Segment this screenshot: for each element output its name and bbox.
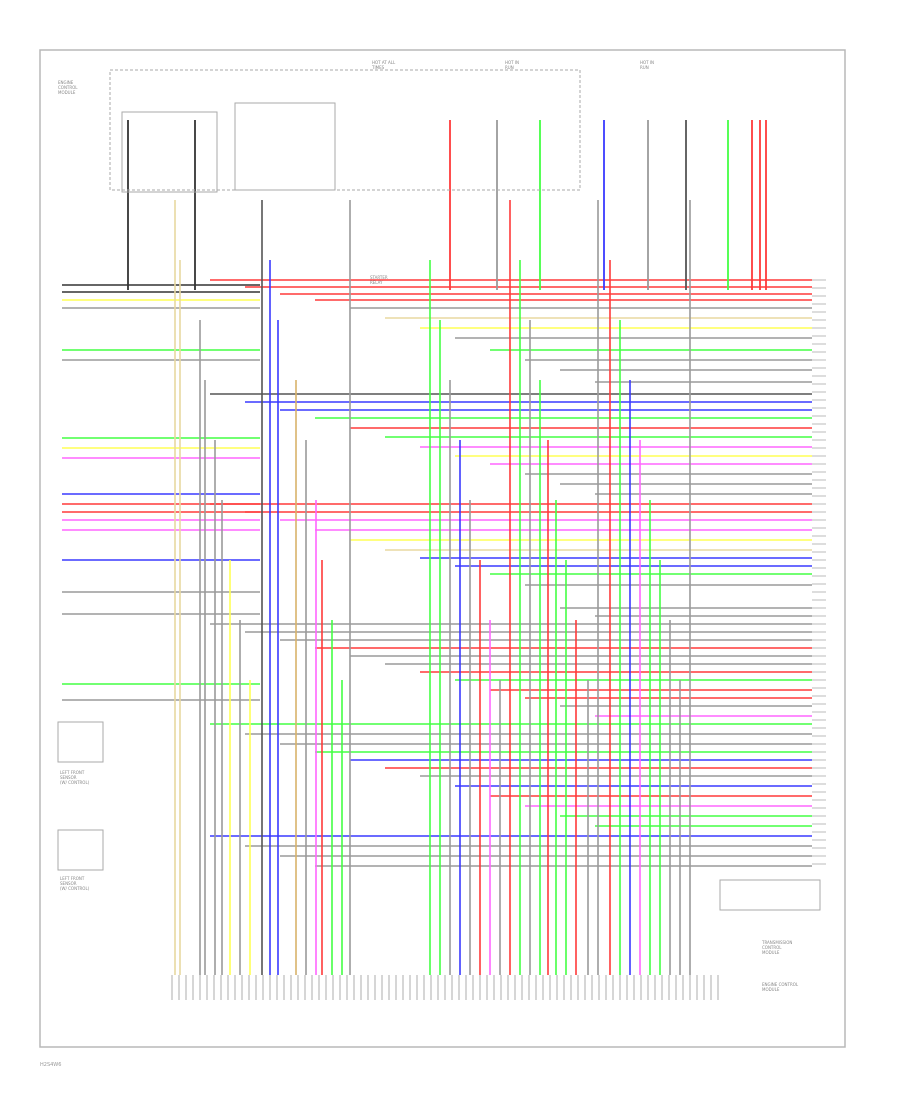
tcm-connector-box — [719, 879, 821, 911]
transmission-label: TRANSMISSION CONTROL MODULE — [762, 940, 793, 955]
ignition-switch-box — [234, 102, 336, 191]
fuse-label-1: HOT AT ALL TIMES — [372, 60, 396, 70]
diagram-border — [39, 49, 846, 1048]
relay-box — [121, 111, 218, 193]
engine-control-label: ENGINE CONTROL MODULE — [58, 80, 78, 95]
diagram-id: H2S4W6 — [40, 1062, 62, 1068]
fuse-label-2: HOT IN RUN — [505, 60, 520, 70]
fuse-block-top — [109, 69, 581, 191]
left-sensor-1-box — [57, 721, 104, 763]
fuse-label-3: HOT IN RUN — [640, 60, 655, 70]
module-label: ENGINE CONTROL MODULE — [762, 982, 799, 992]
left-sensor-label-2: LEFT FRONT SENSOR (W/ CONTROL) — [60, 876, 90, 891]
component-layer — [57, 69, 826, 1000]
relay-label: STARTER RELAY — [370, 275, 388, 285]
left-sensor-2-box — [57, 829, 104, 871]
left-sensor-label-1: LEFT FRONT SENSOR (W/ CONTROL) — [60, 770, 90, 785]
wire-layer — [62, 120, 812, 975]
